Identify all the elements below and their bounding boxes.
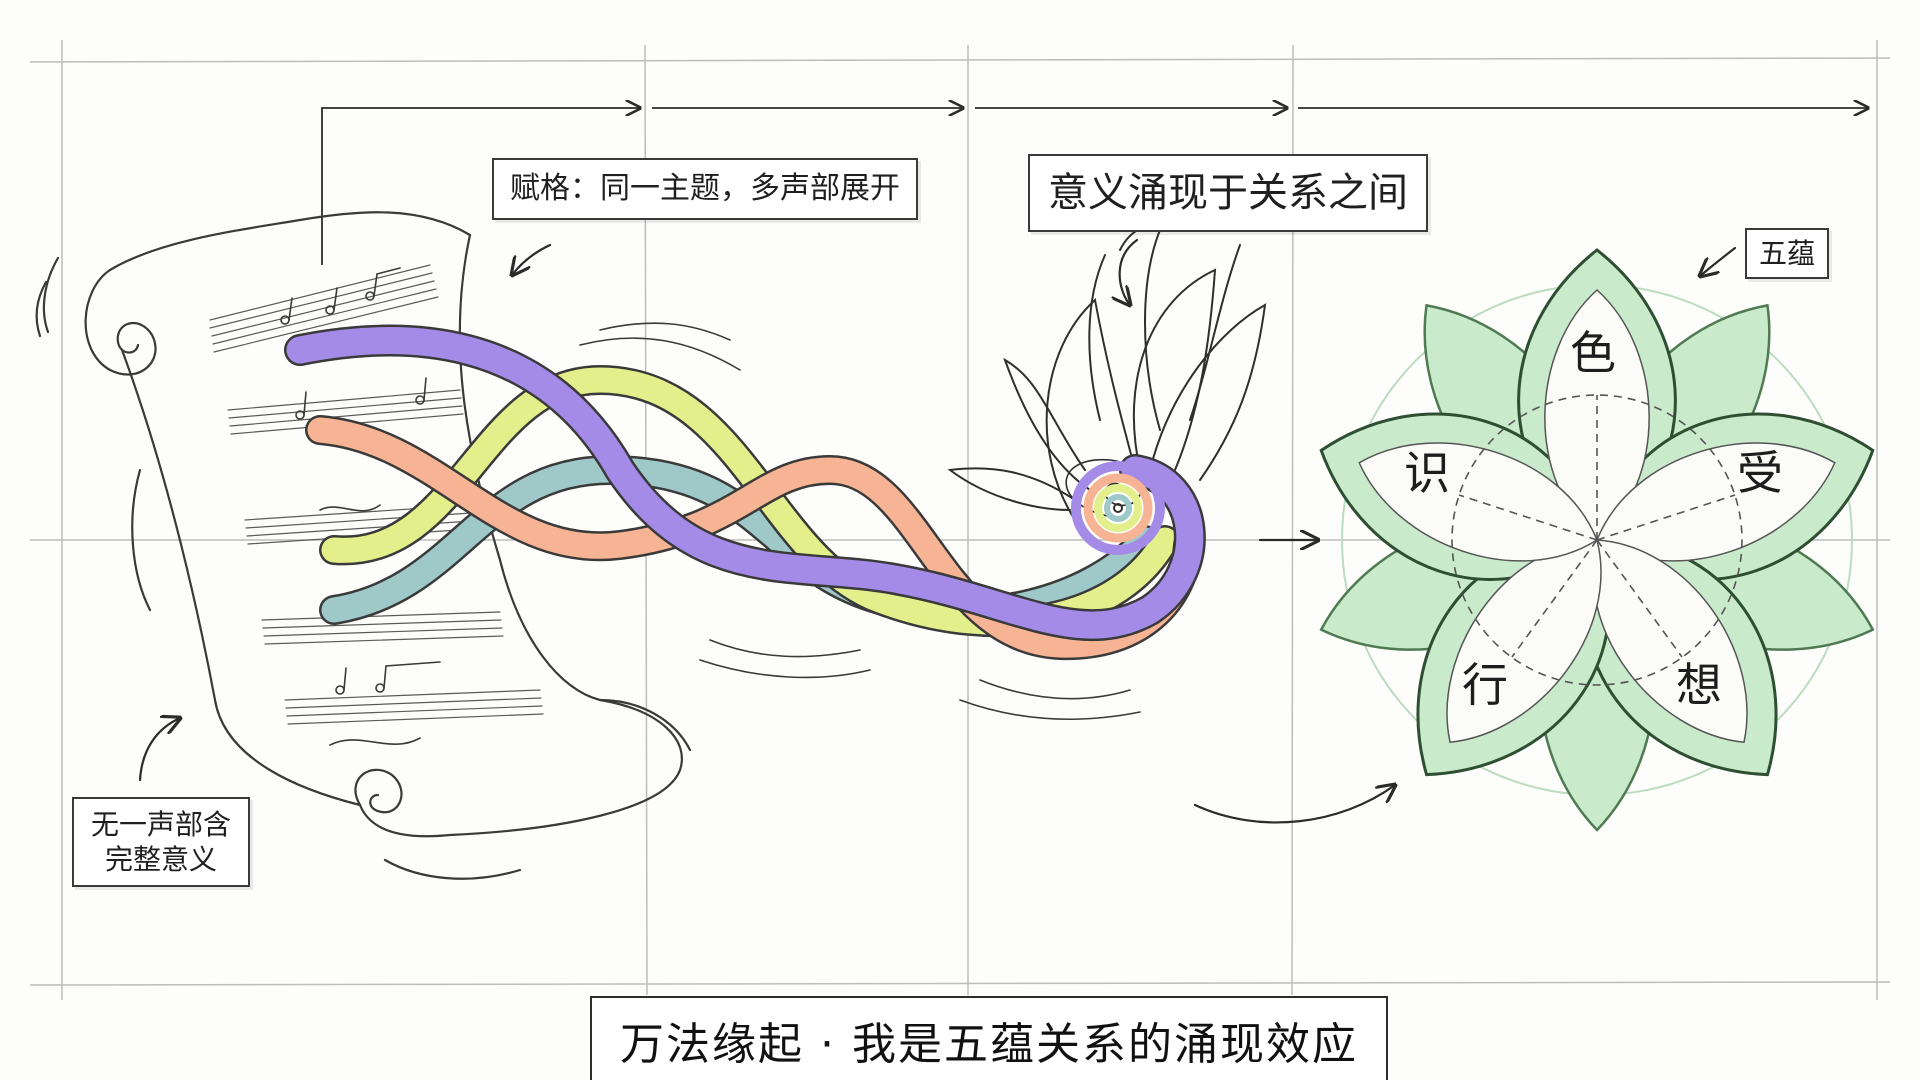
caption: 万法缘起 · 我是五蕴关系的涌现效应 [590,996,1388,1080]
ribbon-spiral-core [1071,461,1165,555]
music-scroll [35,211,692,880]
emergence-label: 意义涌现于关系之间 [1028,154,1428,232]
petal-label-form: 色 [1570,326,1616,380]
ribbon-salmon [305,415,1203,661]
ribbon-purple [284,324,1206,641]
fugue-label: 赋格：同一主题，多声部展开 [492,158,918,220]
voice-ribbons [284,324,1206,661]
petal-label-consciousness: 识 [1404,446,1450,500]
skandhas-label: 五蕴 [1745,228,1830,279]
connector-arrows [138,238,1737,824]
petal-label-sensation: 受 [1737,446,1783,500]
top-flow-arrows [321,108,1868,265]
petal-label-perception: 想 [1676,658,1722,712]
no-voice-label-line1: 无一声部含 [90,808,231,841]
skandha-lotus [1319,248,1875,832]
no-voice-label-line2: 完整意义 [104,843,217,876]
no-voice-label: 无一声部含 完整意义 [72,797,250,887]
petal-label-formation: 行 [1462,658,1508,712]
motion-lines [579,322,1141,721]
